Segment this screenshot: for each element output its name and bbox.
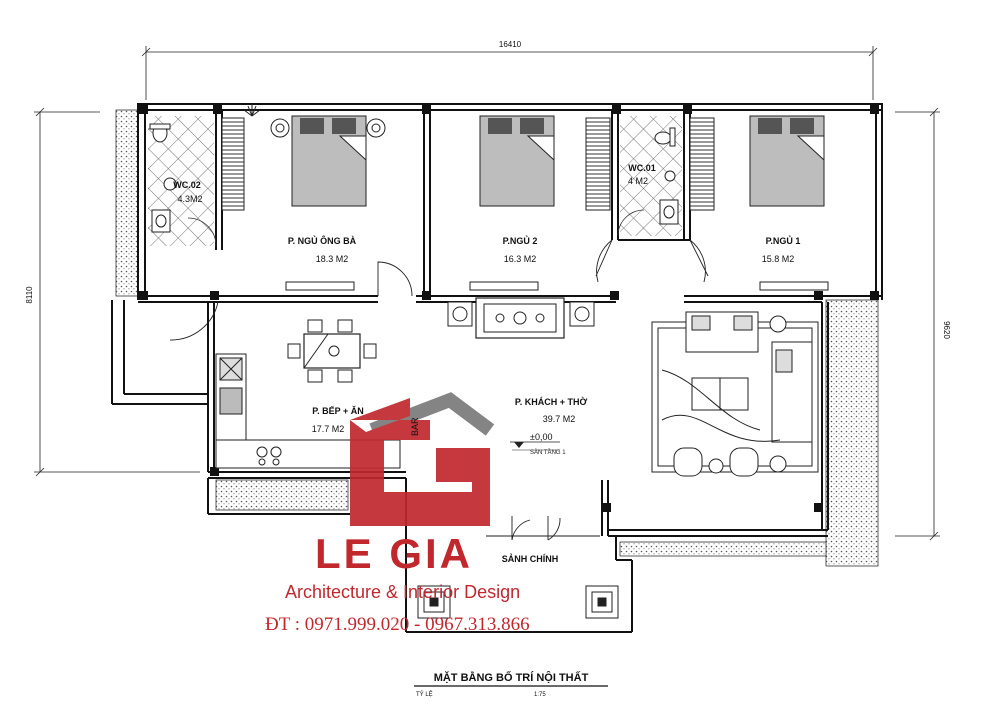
room-name-ngu-2: P.NGỦ 2 <box>503 235 538 246</box>
tv-console-2 <box>469 281 539 291</box>
room-area-ong-ba: 18.3 M2 <box>316 254 349 264</box>
dimension-right-label: 9620 <box>942 321 951 339</box>
porch-planters <box>417 585 619 619</box>
door-side[interactable] <box>169 301 219 341</box>
toilet-icon <box>149 123 676 147</box>
scale-label: TỶ LỆ <box>416 690 433 698</box>
room-name-wc01: WC.01 <box>628 163 656 173</box>
wc01-door[interactable] <box>617 209 645 237</box>
planter-front-left <box>215 479 349 511</box>
living-room-furniture <box>651 311 819 477</box>
dimension-top <box>141 46 878 100</box>
plant-icon <box>243 104 261 117</box>
room-name-khach-tho: P. KHÁCH + THỜ <box>515 396 588 407</box>
main-entrance-doors[interactable] <box>486 516 600 541</box>
room-name-ngu-1: P.NGỦ 1 <box>766 235 801 246</box>
room-name-bep-an: P. BẾP + ĂN <box>312 406 363 416</box>
wardrobe-1 <box>221 117 245 211</box>
room-area-wc01: 4 M2 <box>628 176 648 186</box>
level-note: SÀN TẦNG 1 <box>530 449 566 456</box>
wc02-door[interactable] <box>187 217 217 247</box>
tv-console-1 <box>285 281 355 291</box>
planter-front-right <box>619 541 827 557</box>
brand-tagline: Architecture & Interior Design <box>285 582 520 602</box>
level-marker <box>510 441 560 451</box>
drawing-title: MẶT BẰNG BỐ TRÍ NỘI THẤT <box>434 670 589 684</box>
dimension-left <box>34 107 200 477</box>
le-gia-logo-mark <box>350 392 495 526</box>
altar <box>447 297 595 339</box>
room-area-bep-an: 17.7 M2 <box>312 424 345 434</box>
dimension-top-label: 16410 <box>499 40 522 49</box>
room-area-wc02: 4.3M2 <box>177 194 202 204</box>
scale-value: 1:75 <box>534 692 546 698</box>
door-ngu-1[interactable] <box>689 239 709 283</box>
bed-ngu-1 <box>749 115 825 207</box>
planter-right <box>825 299 879 567</box>
room-area-ngu-1: 15.8 M2 <box>762 254 795 264</box>
room-name-wc02: WC.02 <box>173 180 201 190</box>
bed-ngu-2 <box>479 115 555 207</box>
level-value: ±0,00 <box>530 432 552 442</box>
door-ngu-2[interactable] <box>595 239 613 283</box>
dimension-right <box>895 107 940 541</box>
brand-name: LE GIA <box>315 530 473 577</box>
brand-phone: ĐT : 0971.999.020 - 0967.313.866 <box>265 614 530 635</box>
room-name-ong-ba: P. NGỦ ÔNG BÀ <box>288 235 357 246</box>
room-area-ngu-2: 16.3 M2 <box>504 254 537 264</box>
bar-label: BAR <box>410 417 420 436</box>
sink-icon <box>151 199 679 233</box>
wardrobe-2 <box>585 117 611 211</box>
wardrobe-3 <box>689 117 715 211</box>
tv-console-3 <box>759 281 829 291</box>
shower-icon <box>163 170 676 191</box>
planter-left <box>115 109 139 297</box>
door-ong-ba[interactable] <box>377 261 413 297</box>
bed-ong-ba <box>270 115 386 207</box>
dining-table <box>287 319 377 383</box>
room-name-sanh-chinh: SẢNH CHÍNH <box>502 553 559 564</box>
room-area-khach-tho: 39.7 M2 <box>543 414 576 424</box>
columns <box>139 105 879 512</box>
dimension-left-label: 8110 <box>25 286 34 304</box>
